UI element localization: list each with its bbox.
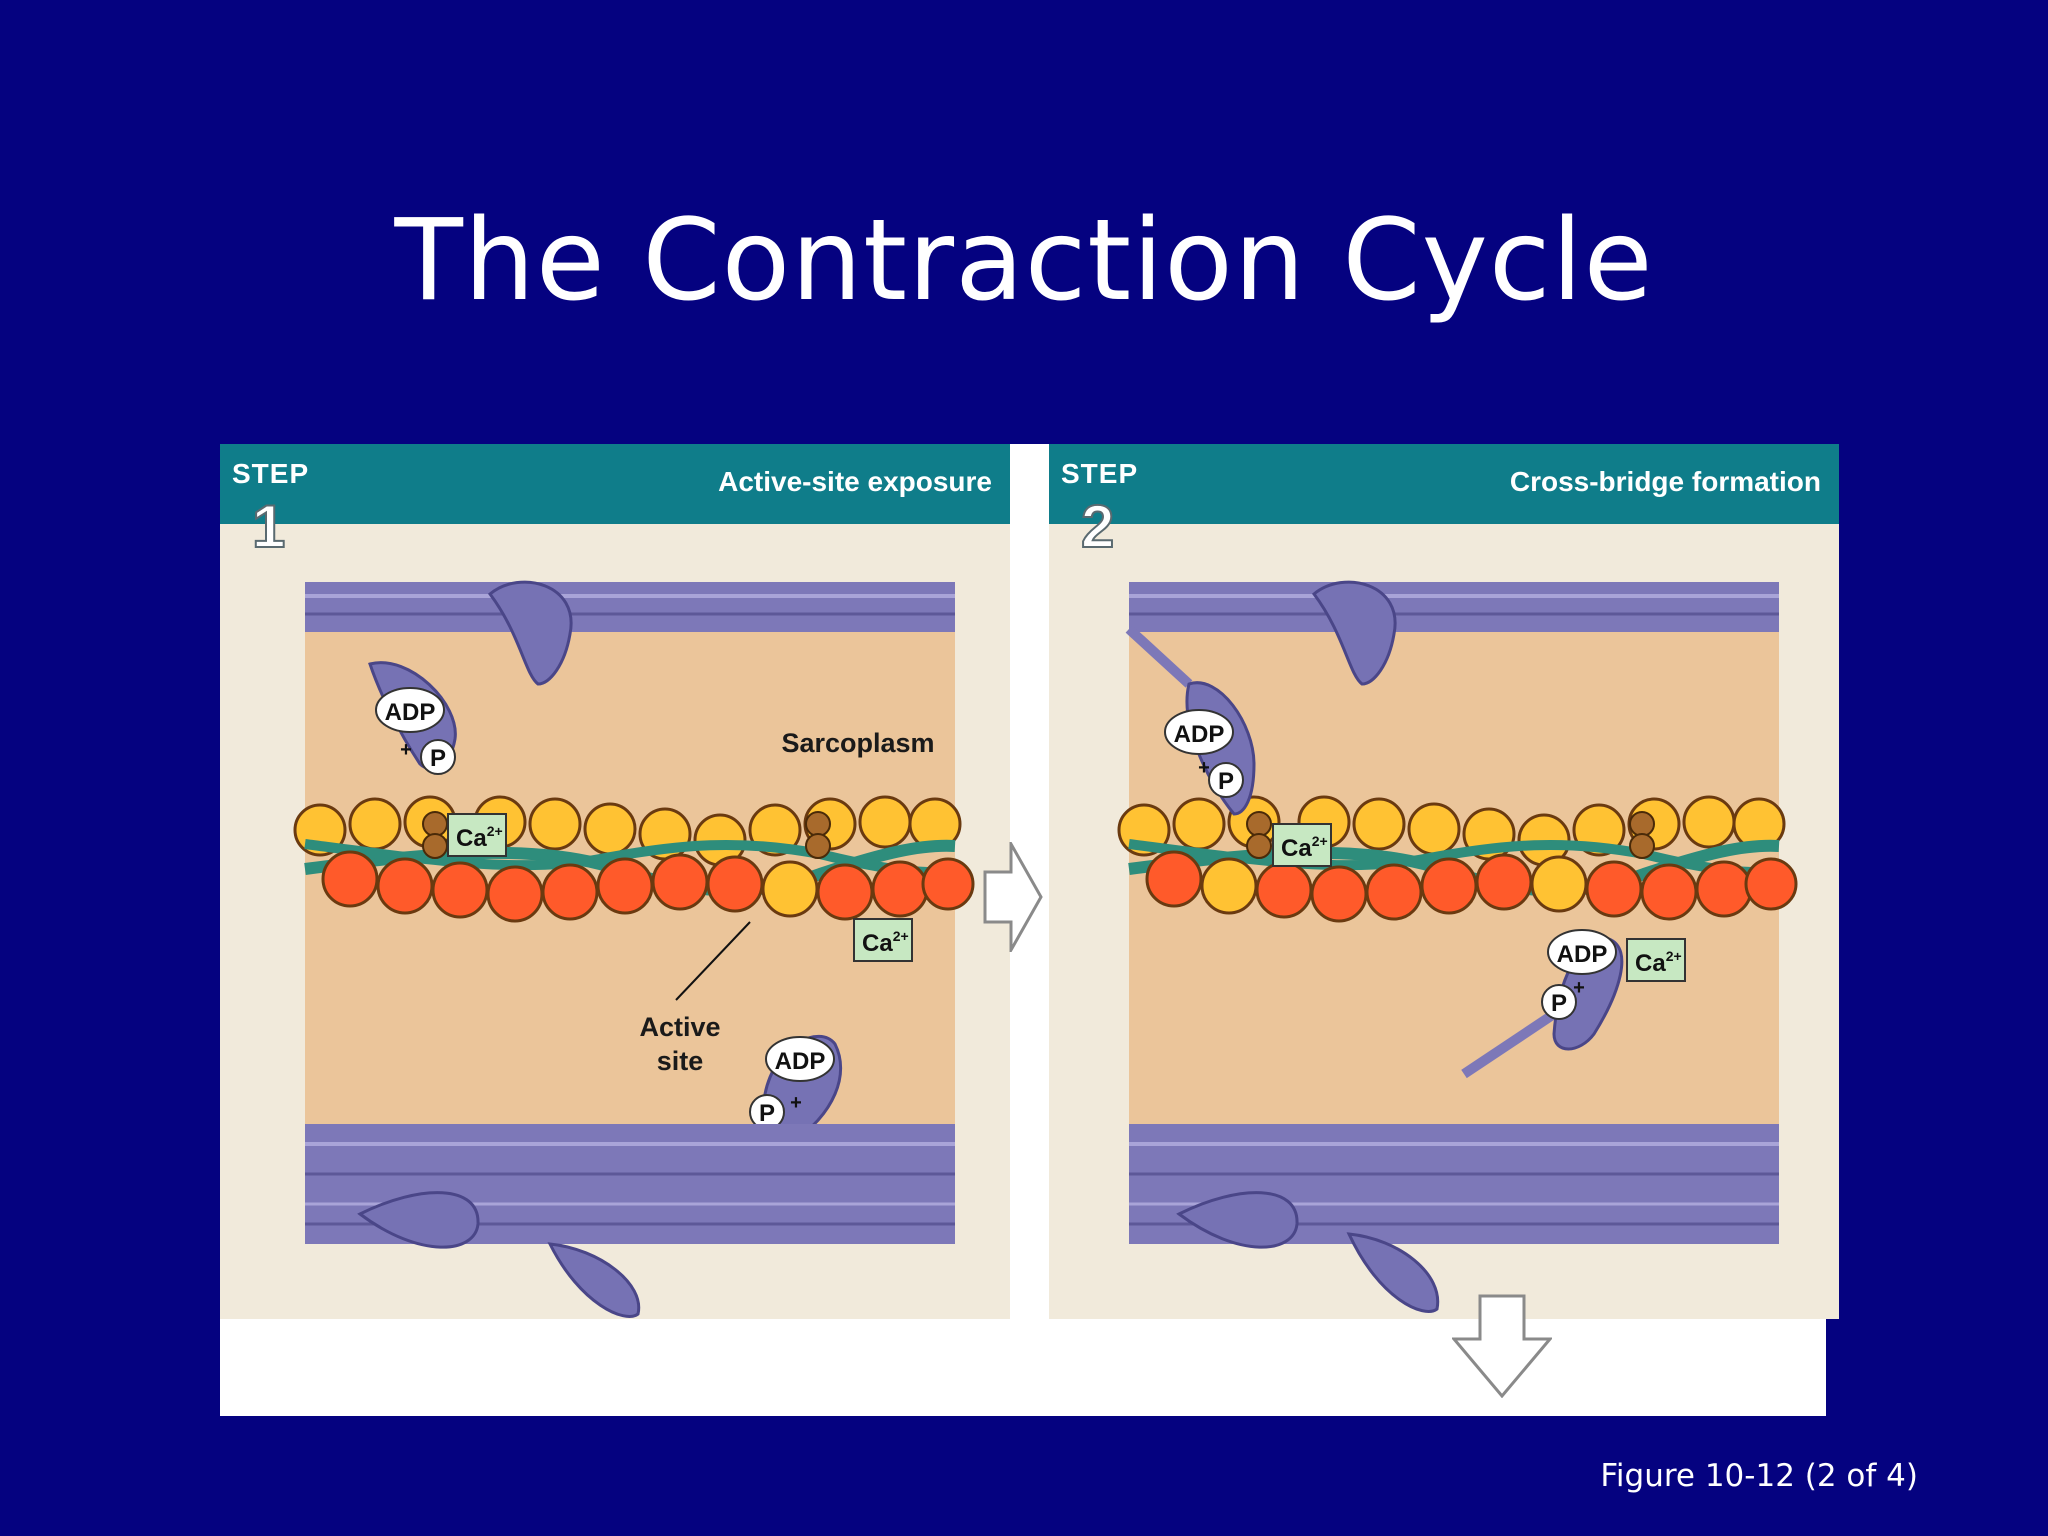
thick-filament-bottom — [1129, 1124, 1779, 1313]
myosin-head — [1176, 1191, 1299, 1249]
next-step-arrow-right — [983, 842, 1043, 952]
calcium-ion-left: Ca2+ — [1272, 823, 1332, 867]
calcium-ion-right: Ca2+ — [853, 918, 913, 962]
myosin-head — [547, 1242, 641, 1318]
calcium-symbol: Ca — [1635, 950, 1666, 977]
actin-filament — [293, 795, 975, 923]
actin-beads-lower — [321, 850, 975, 923]
active-site-label-line2: site — [657, 1046, 704, 1076]
step-1-illustration: ADP + P Sarcoplasm — [293, 580, 975, 1318]
panel-step-2: STEP 2 Cross-bridge formation — [1049, 444, 1839, 1319]
svg-text:Ca2+: Ca2+ — [1635, 948, 1682, 977]
troponin — [1246, 811, 1655, 859]
myosin-head-adp: ADP P + — [749, 1034, 843, 1147]
actin-filament — [1117, 795, 1798, 923]
myosin-neck — [1125, 625, 1193, 688]
myosin-head-adp-attached: ADP + P — [1164, 681, 1256, 816]
step-number: 1 — [251, 492, 286, 561]
plus-sign: + — [400, 739, 412, 761]
svg-text:Ca2+: Ca2+ — [862, 928, 909, 957]
phosphate-label: P — [1218, 768, 1234, 795]
sarcoplasm-label: Sarcoplasm — [781, 728, 934, 758]
svg-text:Ca2+: Ca2+ — [456, 823, 503, 852]
myosin-neck — [1461, 1009, 1557, 1079]
myosin-head-adp: ADP + P — [368, 661, 457, 775]
phosphate-label: P — [1551, 990, 1567, 1017]
step-label: STEP — [1061, 458, 1139, 489]
panel-header-step-1: STEP 1 Active-site exposure — [220, 444, 1010, 561]
step-2-illustration: ADP + P Ca2+ ADP P + — [1117, 580, 1798, 1313]
actin-beads-upper — [1117, 795, 1786, 867]
calcium-charge: 2+ — [1312, 833, 1328, 849]
calcium-symbol: Ca — [456, 825, 487, 852]
thick-filament-top — [305, 580, 955, 686]
thick-filament-bottom — [305, 1124, 955, 1318]
svg-text:Ca2+: Ca2+ — [1281, 833, 1328, 862]
figure-caption: Figure 10-12 (2 of 4) — [1600, 1458, 1918, 1494]
myosin-head — [1311, 580, 1397, 686]
calcium-charge: 2+ — [893, 928, 909, 944]
myosin-head — [487, 580, 573, 686]
step-title: Cross-bridge formation — [1509, 466, 1821, 497]
step-title: Active-site exposure — [718, 466, 992, 497]
adp-label: ADP — [1557, 941, 1608, 968]
adp-label: ADP — [1174, 721, 1225, 748]
panel-header-step-2: STEP 2 Cross-bridge formation — [1049, 444, 1839, 561]
plus-sign: + — [790, 1092, 802, 1114]
active-site-label-line1: Active — [639, 1012, 720, 1042]
step-number: 2 — [1080, 492, 1115, 561]
calcium-ion-right: Ca2+ — [1626, 938, 1686, 982]
phosphate-label: P — [430, 745, 446, 772]
active-site-pointer — [675, 921, 751, 1001]
calcium-charge: 2+ — [487, 823, 503, 839]
plus-sign: + — [1198, 757, 1210, 779]
step-label: STEP — [232, 458, 310, 489]
next-step-arrow-down — [1452, 1294, 1552, 1398]
calcium-symbol: Ca — [1281, 835, 1312, 862]
calcium-symbol: Ca — [862, 930, 893, 957]
phosphate-label: P — [759, 1100, 775, 1127]
myosin-head-adp-attached: ADP P + — [1541, 929, 1624, 1051]
thick-filament-top — [1129, 580, 1779, 686]
troponin — [422, 811, 831, 859]
myosin-head — [357, 1191, 480, 1249]
actin-beads-lower — [1145, 850, 1798, 923]
calcium-ion-left: Ca2+ — [447, 813, 507, 857]
adp-label: ADP — [385, 699, 436, 726]
slide-title: The Contraction Cycle — [394, 196, 1654, 326]
adp-label: ADP — [775, 1048, 826, 1075]
calcium-charge: 2+ — [1666, 948, 1682, 964]
figure: STEP 1 Active-site exposure ADP — [220, 444, 1839, 1416]
panel-step-1: STEP 1 Active-site exposure ADP — [220, 444, 1010, 1319]
myosin-head — [1346, 1232, 1440, 1313]
plus-sign: + — [1573, 977, 1585, 999]
